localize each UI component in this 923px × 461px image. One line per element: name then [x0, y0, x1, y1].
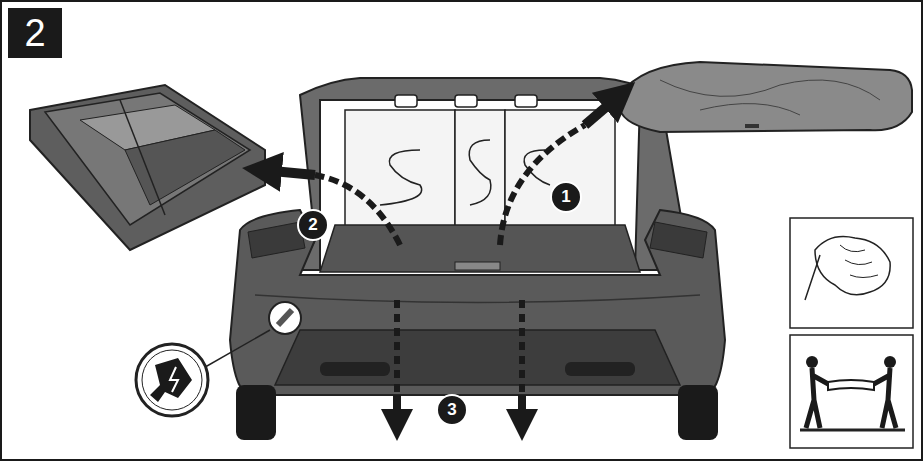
hand-inset [790, 218, 913, 328]
car-rear [230, 78, 725, 440]
charging-port-icon [136, 302, 301, 416]
callout-number: 2 [299, 211, 327, 239]
two-person-inset [790, 335, 913, 448]
callout-number: 1 [552, 183, 580, 211]
callout-circle [437, 395, 467, 425]
step-number: 2 [24, 12, 45, 55]
motion-arrows [262, 95, 620, 425]
callout-circle [551, 182, 581, 212]
deck-board [620, 62, 912, 132]
callout-circle [298, 210, 328, 240]
storage-tray [30, 85, 265, 250]
step-number-box: 2 [8, 8, 62, 58]
callout-number: 3 [438, 396, 466, 424]
